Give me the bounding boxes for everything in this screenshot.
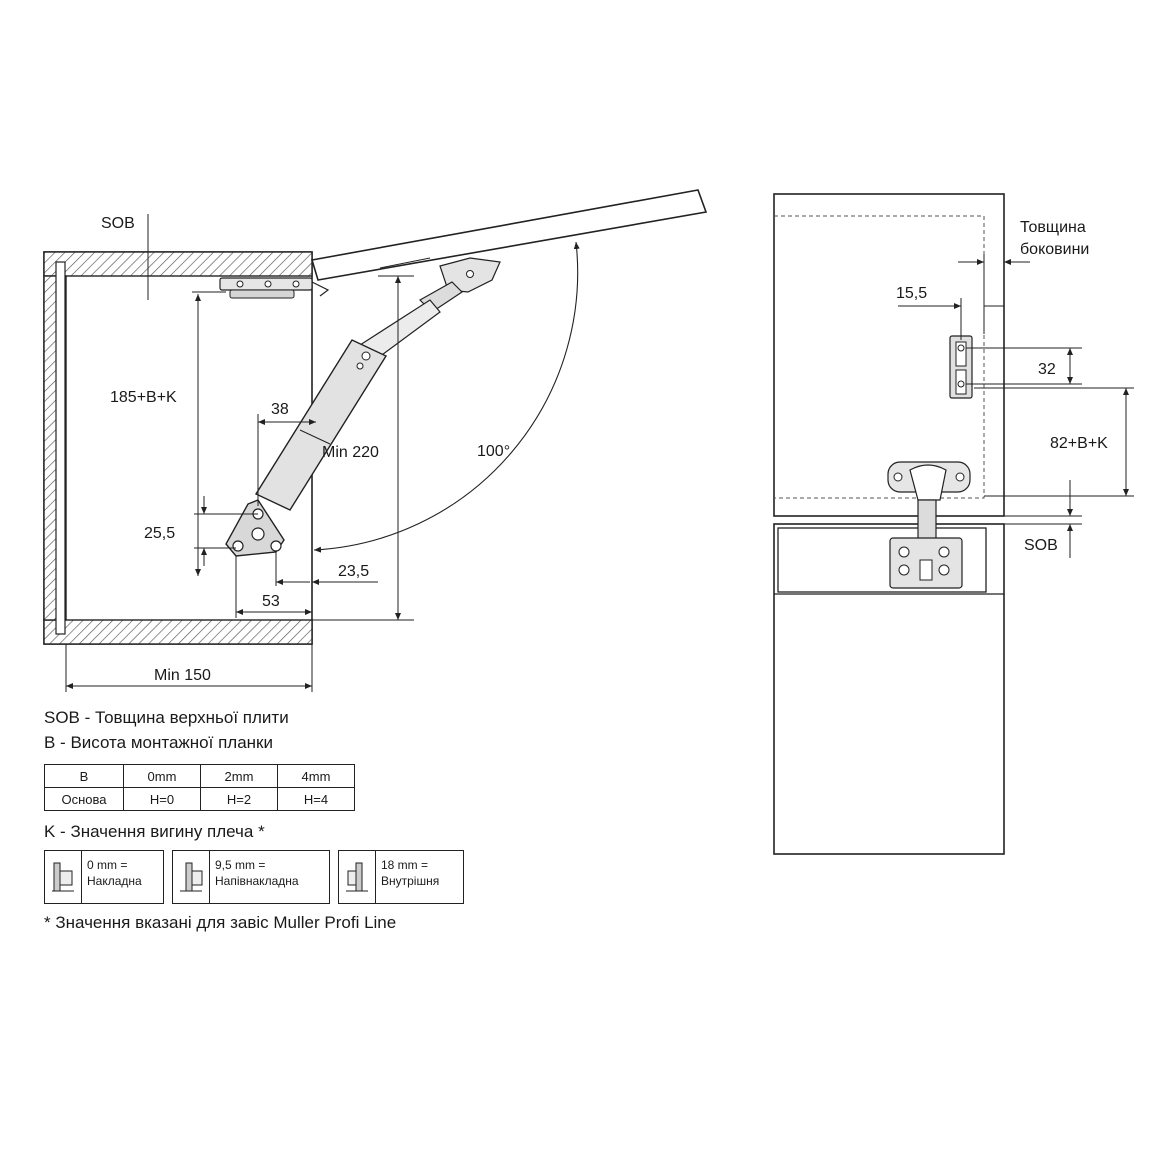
hinge-1-line1: 9,5 mm = [215,858,266,872]
dim-82: 82+B+K [1050,435,1108,452]
dim-23-5: 23,5 [338,563,369,580]
hinge-type-half-overlay: 9,5 mm = Напівнакладна [172,850,330,904]
dim-min150: Min 150 [154,667,211,684]
gas-strut [254,339,388,511]
dim-25-5: 25,5 [144,525,175,542]
side-thickness-line1: Товщина [1020,219,1086,236]
cabinet-outline [43,251,313,645]
side-thickness-line2: боковини [1020,241,1089,258]
bottom-panel [43,619,313,645]
table-row: B 0mm 2mm 4mm [44,764,355,788]
dim-min220: Min 220 [322,444,379,461]
half-overlay-hinge-icon [173,851,210,903]
overlay-hinge-icon [45,851,82,903]
hinge-2-line1: 18 mm = [381,858,429,872]
legend-note: * Значення вказані для завіс Muller Prof… [44,913,397,932]
dim-53: 53 [262,593,280,610]
inner-dashed-outline [774,215,985,499]
dim-185: 185+B+K [110,389,177,406]
legend-b: B - Висота монтажної планки [44,733,273,752]
top-hinge [219,277,330,299]
side-view: SOB 185+B+K 38 Min 220 100° 25,5 23,5 53 [43,189,708,692]
upper-cabinet [773,193,1005,517]
sob-label-front: SOB [1024,537,1058,554]
front-view: Товщина боковини 15,5 32 82+B+K SOB [773,193,1134,855]
lower-cabinet [773,523,1005,855]
table-cell: H=2 [200,787,278,811]
table-row: Основа H=0 H=2 H=4 [44,787,355,811]
hinge-2-line2: Внутрішня [381,874,440,888]
table-cell: 2mm [200,764,278,788]
opening-arc [313,241,580,553]
table-cell: 0mm [123,764,201,788]
hinge-type-overlay: 0 mm = Накладна [44,850,164,904]
legend-sob: SOB - Товщина верхньої плити [44,708,289,727]
dim-15-5: 15,5 [896,285,927,302]
hinge-0-line1: 0 mm = [87,858,128,872]
front-hinge [887,461,971,589]
table-cell: 4mm [277,764,355,788]
table-cell: B [44,764,124,788]
back-board [55,261,66,635]
hinge-type-inset: 18 mm = Внутрішня [338,850,464,904]
sob-label-side: SOB [101,215,135,232]
legend-k: K - Значення вигину плеча * [44,822,265,841]
mounting-plate [949,335,973,399]
hinge-0-line2: Накладна [87,874,142,888]
table-cell: H=4 [277,787,355,811]
open-lid [310,189,708,281]
top-panel [43,251,313,277]
dim-32: 32 [1038,361,1056,378]
table-cell: H=0 [123,787,201,811]
b-height-table: B 0mm 2mm 4mm Основа H=0 H=2 H=4 [44,764,355,811]
inset-hinge-icon [339,851,376,903]
angle-label: 100° [477,443,510,460]
lower-door-frame [777,527,987,593]
table-cell: Основа [44,787,124,811]
hinge-1-line2: Напівнакладна [215,874,299,888]
dim-38: 38 [271,401,289,418]
